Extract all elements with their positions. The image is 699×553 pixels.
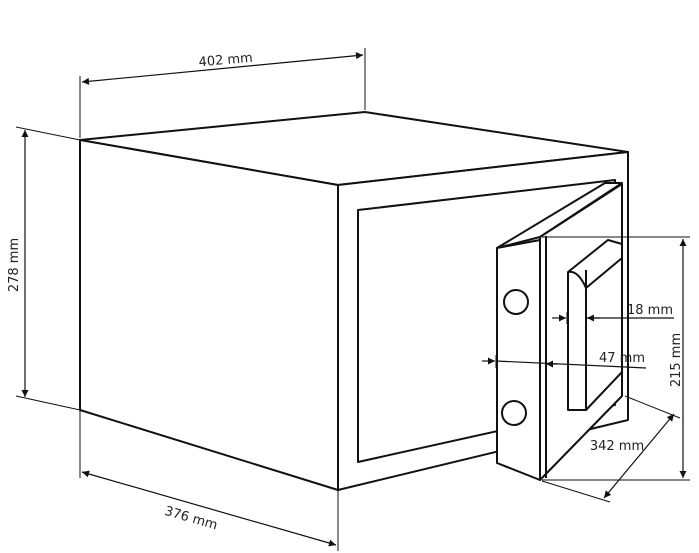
- dim-door-height: 215 mm: [542, 236, 690, 481]
- label-278: 278 mm: [7, 238, 22, 292]
- door-handle: [567, 239, 623, 411]
- door-bolt: [501, 400, 527, 426]
- dim-handle: 18 mm: [552, 303, 674, 324]
- dim-width: 402 mm: [79, 48, 366, 138]
- dim-height: 278 mm: [7, 126, 81, 411]
- label-402: 402 mm: [198, 51, 253, 71]
- door-bolt: [503, 289, 529, 315]
- label-47: 47 mm: [599, 351, 645, 366]
- label-376: 376 mm: [163, 504, 219, 533]
- door-opening-frame: [357, 179, 616, 463]
- label-215: 215 mm: [669, 333, 684, 387]
- door-side-edge: [496, 239, 541, 481]
- dim-door-thickness: 47 mm: [482, 351, 647, 370]
- dim-door-width: 342 mm: [541, 395, 681, 503]
- label-342: 342 mm: [590, 439, 644, 454]
- side-face: [79, 139, 339, 491]
- label-18: 18 mm: [627, 303, 673, 318]
- safe-door: [496, 182, 623, 481]
